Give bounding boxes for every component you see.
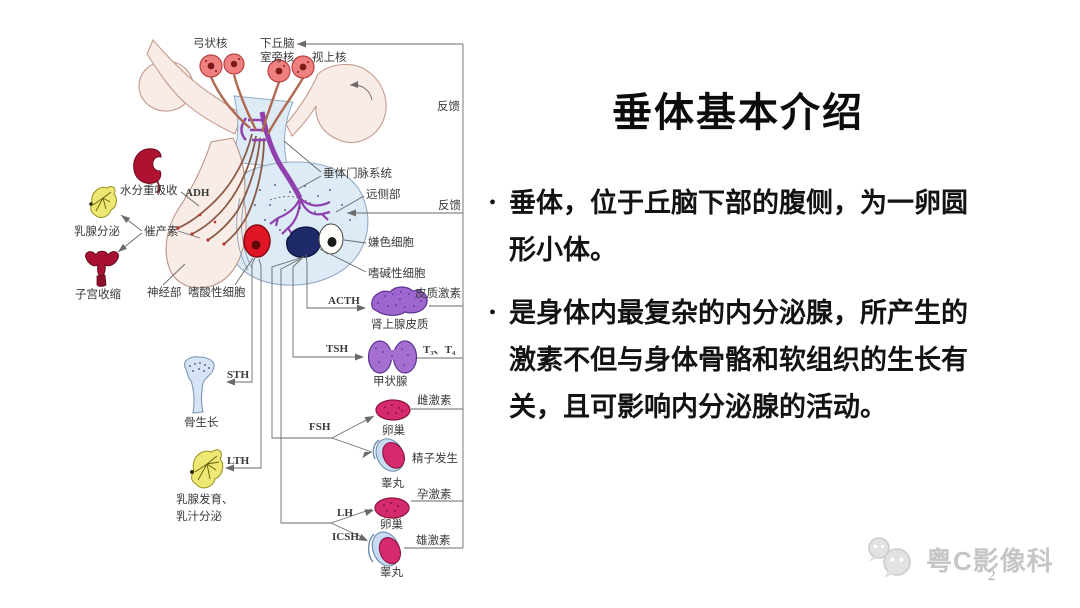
label-estrogen: 雌激素 bbox=[417, 393, 452, 407]
label-ovary-1: 卵巢 bbox=[382, 424, 405, 437]
testis-1-shape bbox=[372, 438, 406, 472]
label-thyroid: 甲状腺 bbox=[373, 374, 408, 388]
dashed-boundary bbox=[269, 196, 313, 205]
label-mammary-dev-2: 乳汁分泌 bbox=[176, 510, 222, 523]
label-androgen: 雄激素 bbox=[416, 533, 451, 547]
testis-2-shape bbox=[367, 531, 402, 567]
label-ovary-2: 卵巢 bbox=[380, 518, 403, 531]
label-lh: LH bbox=[337, 507, 353, 519]
label-arcuate-nucleus: 弓状核 bbox=[193, 36, 228, 50]
label-spermatogenesis: 精子发生 bbox=[412, 451, 458, 465]
bullet-text-1: 垂体，位于丘脑下部的腹侧，为一卵圆形小体。 bbox=[509, 180, 983, 274]
bullet-item-2: • 是身体内最复杂的内分泌腺，所产生的激素不但与身体骨骼和软组织的生长有关，且可… bbox=[489, 290, 1049, 431]
label-hypothalamus: 下丘脑 bbox=[260, 37, 295, 50]
label-bone-growth: 骨生长 bbox=[184, 415, 219, 429]
label-uterine-contraction: 子宫收缩 bbox=[75, 287, 121, 301]
watermark: 粤C影像科 bbox=[864, 536, 1054, 582]
bullet-dot: • bbox=[489, 302, 497, 324]
label-adrenal-cortex: 肾上腺皮质 bbox=[371, 317, 429, 331]
label-acth: ACTH bbox=[328, 295, 360, 307]
bullet-list: • 垂体，位于丘脑下部的腹侧，为一卵圆形小体。 • 是身体内最复杂的内分泌腺，所… bbox=[489, 180, 1049, 447]
label-neural-part: 神经部 bbox=[147, 285, 182, 299]
label-progesterone: 孕激素 bbox=[417, 487, 452, 501]
bullet-2-normal-text: 是身体内最复杂的内分泌腺，所产生的激素不但 bbox=[509, 298, 969, 375]
bullet-2-bold-text: 与身体骨骼和软组织的生长有关，且可影响内分泌腺的活动。 bbox=[509, 345, 969, 422]
bullet-1-text: 垂体，位于丘脑下部的腹侧，为一卵圆形小体。 bbox=[509, 188, 969, 265]
label-sth: STH bbox=[227, 369, 249, 381]
label-oxytocin: 催产素 bbox=[144, 224, 179, 238]
kidney-shape bbox=[133, 148, 162, 194]
hormone-lines bbox=[225, 253, 375, 541]
bone-shape bbox=[184, 356, 215, 414]
fiber-endings bbox=[176, 213, 226, 246]
nerve-fibers bbox=[177, 133, 265, 245]
ovary-2-shape bbox=[374, 497, 410, 519]
label-basophil: 嗜碱性细胞 bbox=[368, 266, 426, 280]
pointer-lines bbox=[117, 140, 367, 286]
bullet-text-2: 是身体内最复杂的内分泌腺，所产生的激素不但与身体骨骼和软组织的生长有关，且可影响… bbox=[509, 290, 983, 431]
label-mammary-dev-1: 乳腺发育、 bbox=[176, 492, 234, 506]
portal-vessels bbox=[240, 111, 331, 235]
label-cortical-hormone: 皮质激素 bbox=[415, 286, 461, 300]
basophil-cell bbox=[285, 226, 322, 258]
label-paraventricular-nucleus: 室旁核 bbox=[260, 50, 295, 64]
label-testis-2: 睾丸 bbox=[380, 565, 403, 579]
bullet-dot: • bbox=[489, 192, 497, 214]
wechat-icon bbox=[868, 537, 911, 578]
chromophobe-cell bbox=[318, 223, 344, 255]
label-testis-1: 睾丸 bbox=[381, 476, 404, 490]
label-feedback-top: 反馈 bbox=[437, 100, 460, 113]
label-portal-system: 垂体门脉系统 bbox=[323, 166, 392, 180]
label-t3-t4: T₃、T₄ bbox=[423, 344, 456, 356]
mammary-gland-2-shape bbox=[190, 449, 224, 489]
hypothalamus-brain-shape bbox=[138, 38, 387, 144]
label-tsh: TSH bbox=[326, 343, 348, 355]
hypothalamic-nuclei bbox=[199, 53, 315, 135]
watermark-text: 粤C影像科 bbox=[926, 545, 1054, 576]
label-lth: LTH bbox=[227, 455, 250, 467]
mammary-gland-shape bbox=[89, 186, 117, 218]
label-mammary-secretion: 乳腺分泌 bbox=[74, 224, 120, 238]
ovary-1-shape bbox=[375, 399, 411, 421]
label-chromophobe: 嫌色细胞 bbox=[368, 235, 414, 249]
label-adh: ADH bbox=[185, 187, 210, 199]
label-acidophil: 嗜酸性细胞 bbox=[188, 285, 246, 299]
pituitary-diagram: 弓状核 下丘脑 室旁核 视上核 反馈 垂体门脉系统 远侧部 反馈 嫌色细胞 嗜碱… bbox=[74, 36, 464, 579]
label-icsh: ICSH bbox=[332, 531, 359, 543]
label-fsh: FSH bbox=[309, 421, 331, 433]
uterus-shape bbox=[85, 250, 119, 287]
label-supraoptic-nucleus: 视上核 bbox=[312, 50, 347, 64]
page-title: 垂体基本介绍 bbox=[612, 90, 864, 135]
label-water-reabsorption: 水分重吸收 bbox=[120, 183, 178, 197]
feedback-lines bbox=[297, 40, 464, 549]
bullet-item-1: • 垂体，位于丘脑下部的腹侧，为一卵圆形小体。 bbox=[489, 180, 1049, 274]
thyroid-shape bbox=[367, 340, 418, 374]
label-feedback-mid: 反馈 bbox=[438, 199, 461, 212]
label-pars-distalis: 远侧部 bbox=[366, 187, 401, 201]
page-number: 2 bbox=[988, 568, 996, 584]
acidophil-cell bbox=[243, 224, 271, 258]
adrenal-shape bbox=[371, 286, 428, 316]
